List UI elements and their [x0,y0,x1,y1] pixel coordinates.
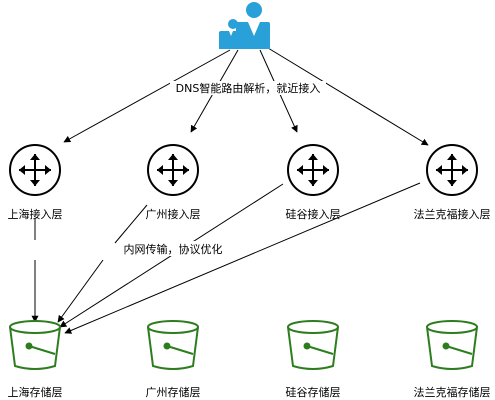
transit-connectors [31,182,421,334]
bucket-icon [9,320,61,370]
access-layer-label-shanghai: 上海接入层 [8,207,63,221]
bucket-icon [147,320,199,370]
router-frankfurt [426,144,478,196]
storage-bucket-guangzhou [147,320,199,370]
connector-frankfurt-to-shanghai-storage [64,182,421,334]
bucket-icon [287,320,339,370]
access-layer-label-siliconvalley: 硅谷接入层 [286,208,341,221]
storage-layer-label-frankfurt: 法兰克福存储层 [414,385,491,399]
router-icon [426,144,478,196]
router-icon [287,144,339,196]
access-layer-label-guangzhou: 广州接入层 [146,208,201,221]
storage-layer-label-shanghai: 上海存储层 [8,385,63,399]
storage-bucket-frankfurt [426,320,478,370]
connector-guangzhou-to-shanghai-storage-b [57,259,104,323]
router-guangzhou [147,144,199,196]
router-icon [9,144,61,196]
access-layer-label-frankfurt: 法兰克福接入层 [414,207,491,221]
dns-routing-text: DNS智能路由解析，就近接入 [176,81,321,95]
dns-routing-label: DNS智能路由解析，就近接入 [170,81,326,95]
transit-text: 内网传输，协议优化 [124,242,223,256]
storage-layer-label-siliconvalley: 硅谷存储层 [286,385,341,399]
users-icon [219,2,270,49]
transit-label: 内网传输，协议优化 [117,241,229,256]
connector-guangzhou-to-shanghai-storage-a [114,204,148,244]
bucket-icon [426,320,478,370]
router-siliconvalley [287,144,339,196]
connector-users-to-frankfurt [267,47,429,146]
dns-connectors [63,47,429,146]
router-icon [147,144,199,196]
storage-bucket-shanghai [9,320,61,370]
connector-users-to-shanghai [63,49,231,143]
storage-bucket-siliconvalley [287,320,339,370]
router-shanghai [9,144,61,196]
storage-layer-label-guangzhou: 广州存储层 [146,385,201,399]
